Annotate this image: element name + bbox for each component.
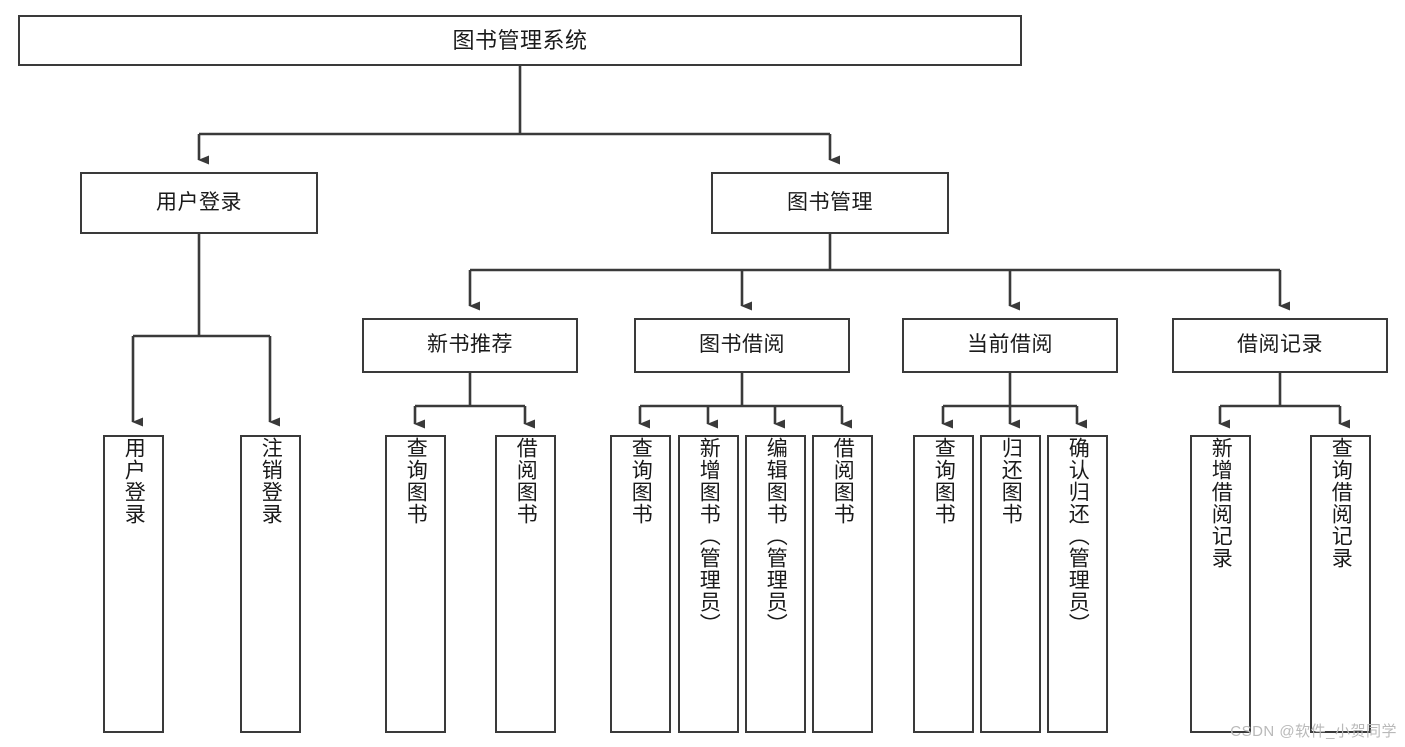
leaf-query-book-2[interactable]: 查询图书 (610, 435, 671, 733)
node-book-borrow-label: 图书借阅 (699, 333, 785, 357)
leaf-query-book-3[interactable]: 查询图书 (913, 435, 974, 733)
node-current-borrow-label: 当前借阅 (967, 333, 1053, 357)
leaf-query-record-label: 查询借阅记录 (1329, 437, 1353, 569)
node-book-manage[interactable]: 图书管理 (711, 172, 949, 234)
leaf-query-book-1[interactable]: 查询图书 (385, 435, 446, 733)
leaf-confirm-return[interactable]: 确认归还（管理员） (1047, 435, 1108, 733)
leaf-borrow-book-2-label: 借阅图书 (831, 437, 855, 525)
node-book-manage-label: 图书管理 (787, 190, 873, 214)
node-new-book-recommend-label: 新书推荐 (427, 333, 513, 357)
leaf-user-login-label: 用户登录 (122, 437, 146, 525)
node-user-login-label: 用户登录 (156, 190, 242, 214)
leaf-add-book-label: 新增图书（管理员） (697, 437, 721, 635)
watermark: CSDN @软件_小贺同学 (1230, 723, 1397, 740)
leaf-borrow-book-2[interactable]: 借阅图书 (812, 435, 873, 733)
leaf-return-book[interactable]: 归还图书 (980, 435, 1041, 733)
leaf-return-book-label: 归还图书 (999, 437, 1023, 525)
leaf-logout-label: 注销登录 (259, 437, 283, 525)
leaf-edit-book[interactable]: 编辑图书（管理员） (745, 435, 806, 733)
leaf-borrow-book-1-label: 借阅图书 (514, 437, 538, 525)
leaf-query-book-3-label: 查询图书 (932, 437, 956, 525)
leaf-query-book-1-label: 查询图书 (404, 437, 428, 525)
leaf-add-record[interactable]: 新增借阅记录 (1190, 435, 1251, 733)
node-borrow-record[interactable]: 借阅记录 (1172, 318, 1388, 373)
node-user-login[interactable]: 用户登录 (80, 172, 318, 234)
leaf-logout[interactable]: 注销登录 (240, 435, 301, 733)
leaf-query-book-2-label: 查询图书 (629, 437, 653, 525)
leaf-query-record[interactable]: 查询借阅记录 (1310, 435, 1371, 733)
node-root[interactable]: 图书管理系统 (18, 15, 1022, 66)
leaf-confirm-return-label: 确认归还（管理员） (1066, 437, 1090, 635)
leaf-edit-book-label: 编辑图书（管理员） (764, 437, 788, 635)
node-current-borrow[interactable]: 当前借阅 (902, 318, 1118, 373)
node-borrow-record-label: 借阅记录 (1237, 333, 1323, 357)
node-root-label: 图书管理系统 (452, 27, 588, 53)
leaf-add-book[interactable]: 新增图书（管理员） (678, 435, 739, 733)
node-new-book-recommend[interactable]: 新书推荐 (362, 318, 578, 373)
leaf-borrow-book-1[interactable]: 借阅图书 (495, 435, 556, 733)
leaf-add-record-label: 新增借阅记录 (1209, 437, 1233, 569)
leaf-user-login[interactable]: 用户登录 (103, 435, 164, 733)
node-book-borrow[interactable]: 图书借阅 (634, 318, 850, 373)
